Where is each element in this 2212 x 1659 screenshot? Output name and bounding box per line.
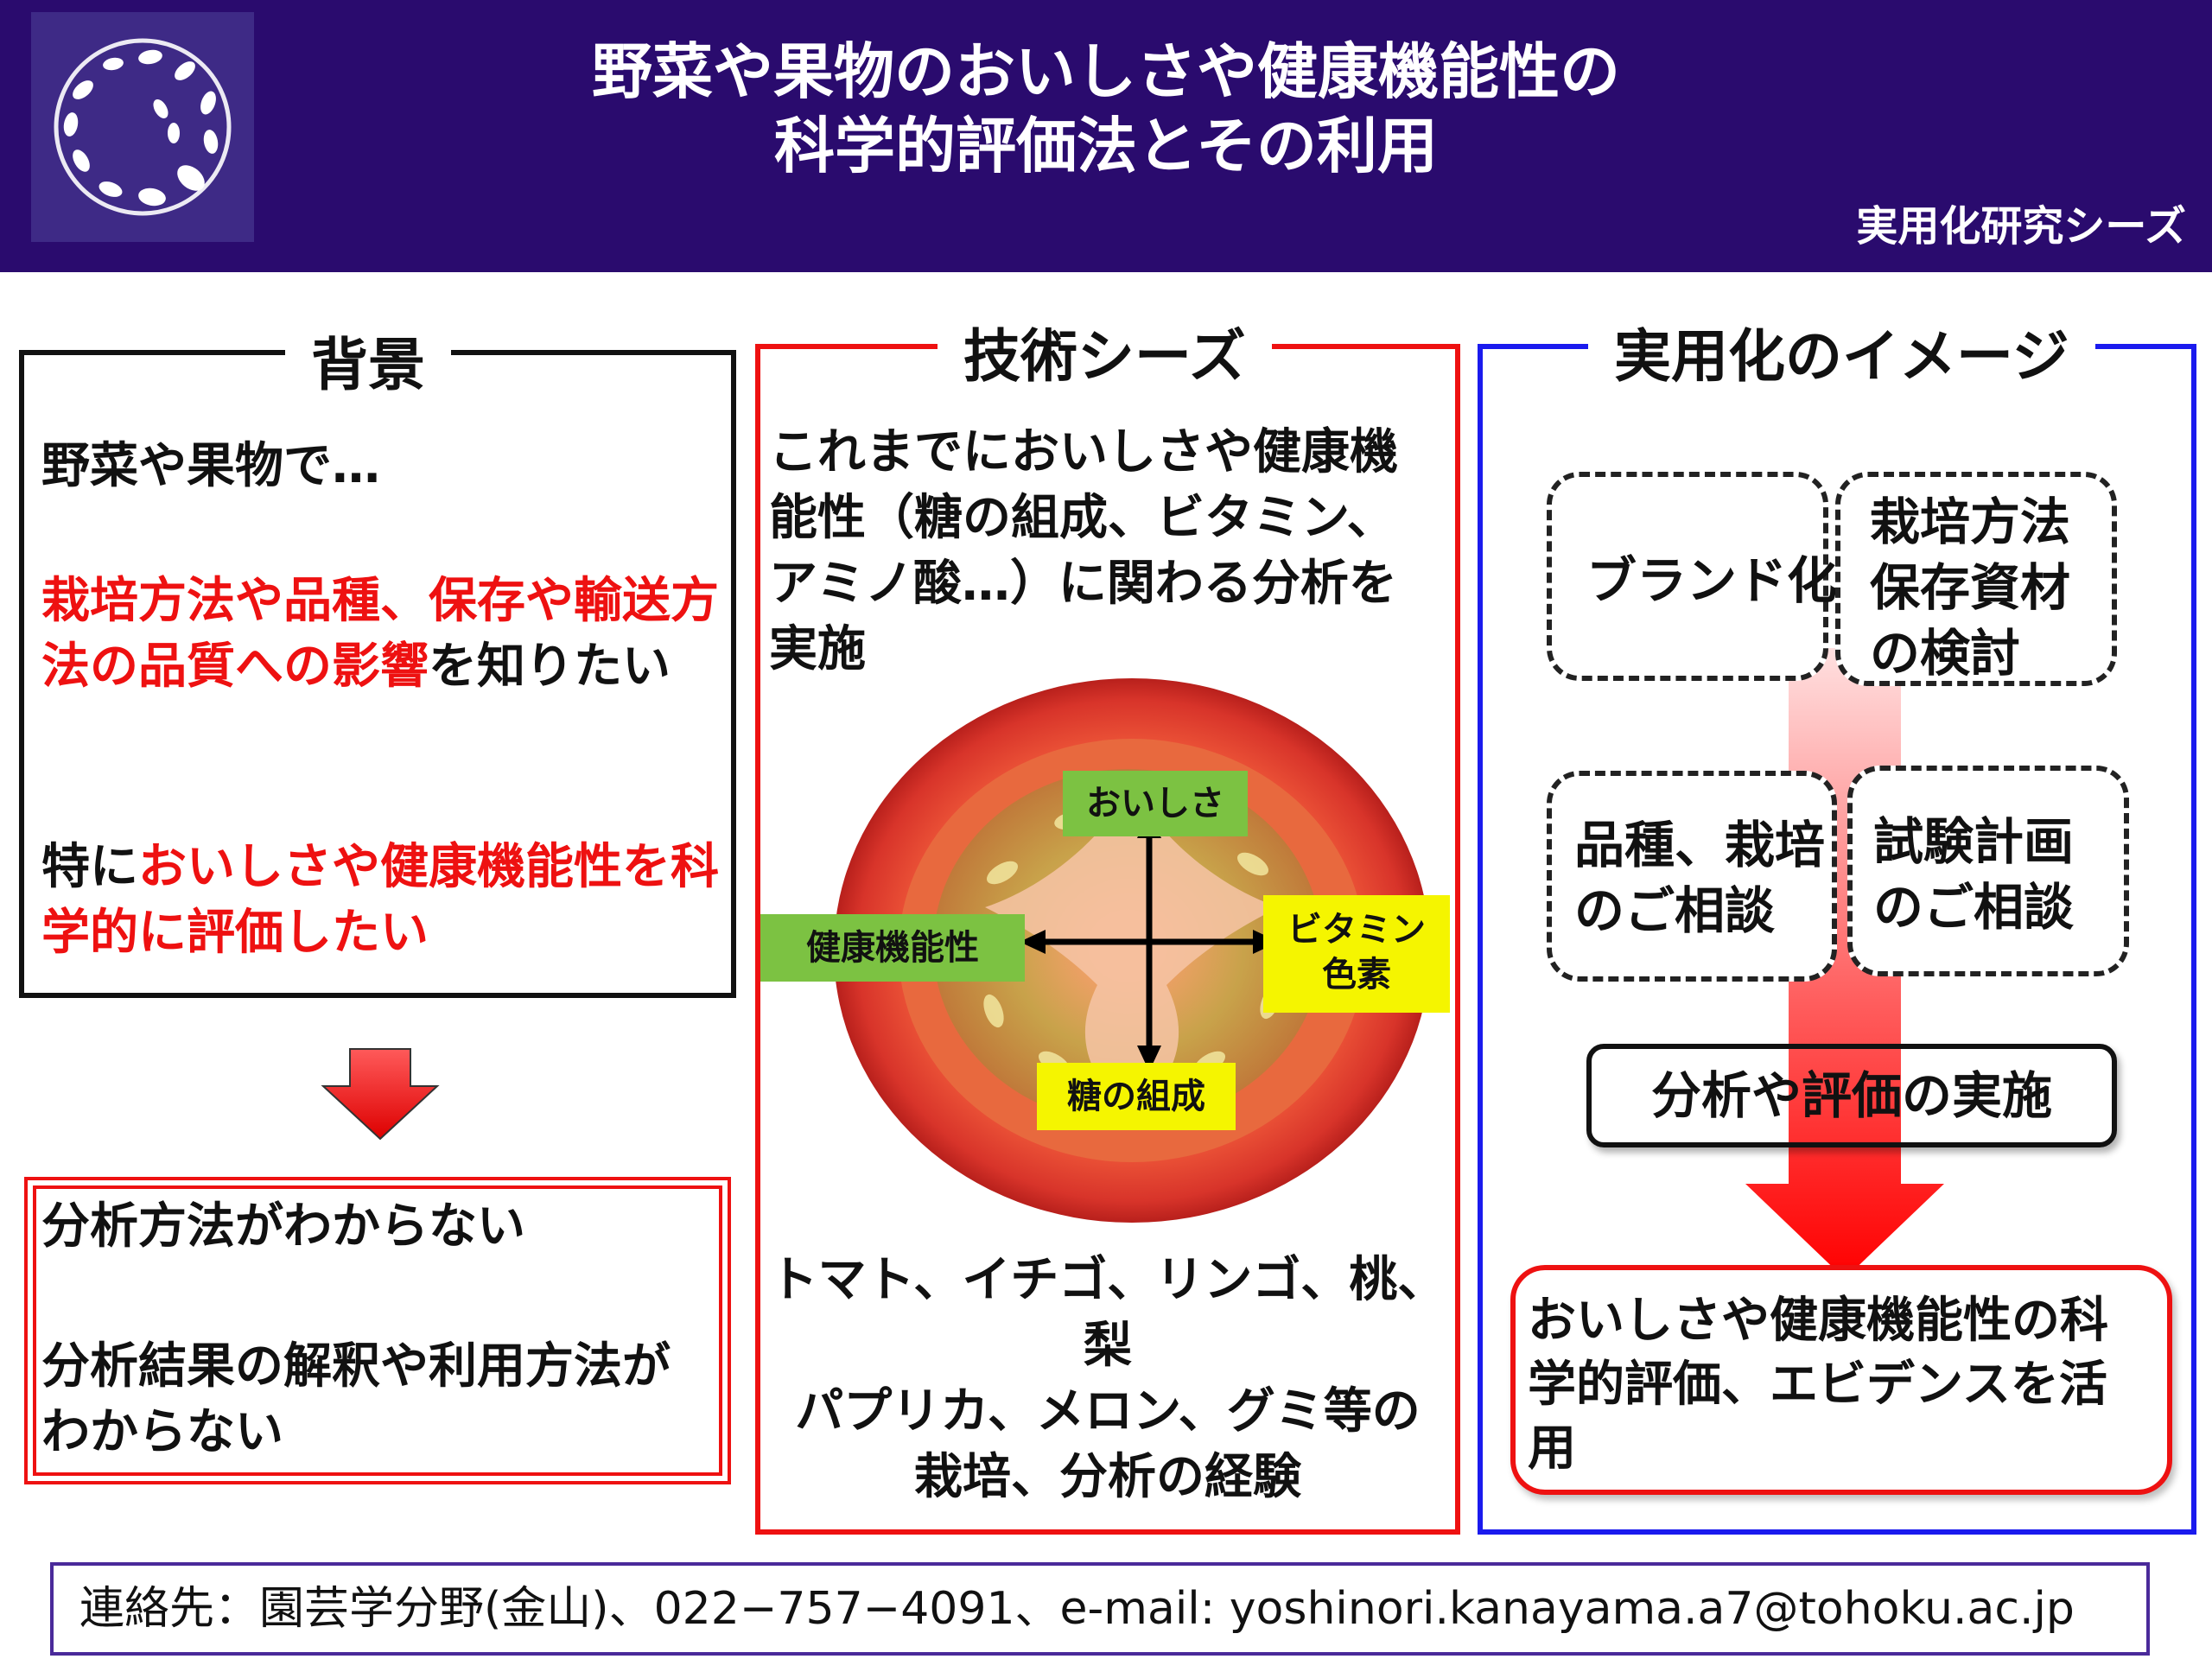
result-text: おいしさや健康機能性の科学的評価、エビデンスを活用	[1528, 1293, 2108, 1477]
box-trial-plan: 試験計画のご相談	[1847, 766, 2129, 976]
page-title: 野菜や果物のおいしさや健康機能性の 科学的評価法とその利用	[346, 35, 1866, 183]
seeds-experience: トマト、イチゴ、リンゴ、桃、梨 パプリカ、メロン、グミ等の 栽培、分析の経験	[760, 1248, 1455, 1510]
background-goal-highlight: おいしさや健康機能性を科学的に評価したい	[41, 839, 719, 961]
down-arrow-icon	[321, 1048, 440, 1141]
contact-text: 連絡先：園芸学分野(金山)、022−757−4091、e-mail: yoshi…	[79, 1583, 2075, 1635]
axis-label-taste: おいしさ	[1063, 771, 1248, 836]
problem-interpretation: 分析結果の解釈や利用方法がわからない	[41, 1338, 671, 1460]
background-concern-tail: を知りたい	[429, 639, 671, 695]
background-panel-label: 背景	[285, 335, 451, 396]
background-concern-highlight: 栽培方法や品種、保存や輸送方法の品質への影響	[41, 573, 719, 695]
seeds-intro: これまでにおいしさや健康機能性（糖の組成、ビタミン、アミノ酸…）に関わる分析を実…	[769, 424, 1398, 677]
title-line-2: 科学的評価法とその利用	[774, 111, 1438, 181]
box-trial-text: 試験計画のご相談	[1873, 812, 2075, 937]
experience-line-1: トマト、イチゴ、リンゴ、桃、梨	[769, 1252, 1446, 1374]
axis-label-health-function: 健康機能性	[760, 914, 1025, 982]
series-tag: 実用化研究シーズ	[1856, 202, 2186, 251]
experience-line-3: 栽培、分析の経験	[914, 1449, 1301, 1505]
application-panel-label: 実用化のイメージ	[1588, 327, 2095, 387]
seeds-panel-label: 技術シーズ	[938, 327, 1272, 387]
box-cultivation-materials: 栽培方法保存資材の検討	[1835, 472, 2117, 686]
axis-label-vitamin-pigment: ビタミン 色素	[1263, 895, 1450, 1013]
contact-box: 連絡先：園芸学分野(金山)、022−757−4091、e-mail: yoshi…	[50, 1562, 2150, 1656]
university-logo	[31, 12, 254, 242]
box-branding-text: ブランド化	[1586, 551, 1838, 610]
background-goal-lead: 特に	[41, 839, 138, 895]
title-line-1: 野菜や果物のおいしさや健康機能性の	[592, 36, 1620, 107]
axis-label-vitamin: ビタミン	[1287, 910, 1426, 950]
problem-method: 分析方法がわからない	[41, 1198, 525, 1255]
box-analysis-evaluation: 分析や評価の実施	[1586, 1044, 2117, 1147]
box-variety-text: 品種、栽培のご相談	[1574, 816, 1826, 940]
background-intro: 野菜や果物で…	[41, 438, 380, 494]
result-box: おいしさや健康機能性の科学的評価、エビデンスを活用	[1510, 1265, 2172, 1495]
box-analysis-text: 分析や評価の実施	[1650, 1066, 2052, 1125]
problems-box	[24, 1177, 731, 1484]
axis-label-sugar-composition: 糖の組成	[1037, 1063, 1236, 1130]
background-concern: 栽培方法や品種、保存や輸送方法の品質への影響を知りたい	[41, 569, 724, 700]
evaluation-axes	[1020, 812, 1279, 1071]
header-bar	[0, 0, 2212, 272]
box-cultivation-text: 栽培方法保存資材の検討	[1870, 493, 2071, 683]
experience-line-2: パプリカ、メロン、グミ等の	[795, 1383, 1421, 1440]
box-variety-consult: 品種、栽培のご相談	[1547, 771, 1837, 982]
box-branding: ブランド化	[1547, 472, 1837, 681]
background-goal: 特においしさや健康機能性を科学的に評価したい	[41, 835, 724, 966]
axis-label-pigment: 色素	[1322, 955, 1391, 995]
